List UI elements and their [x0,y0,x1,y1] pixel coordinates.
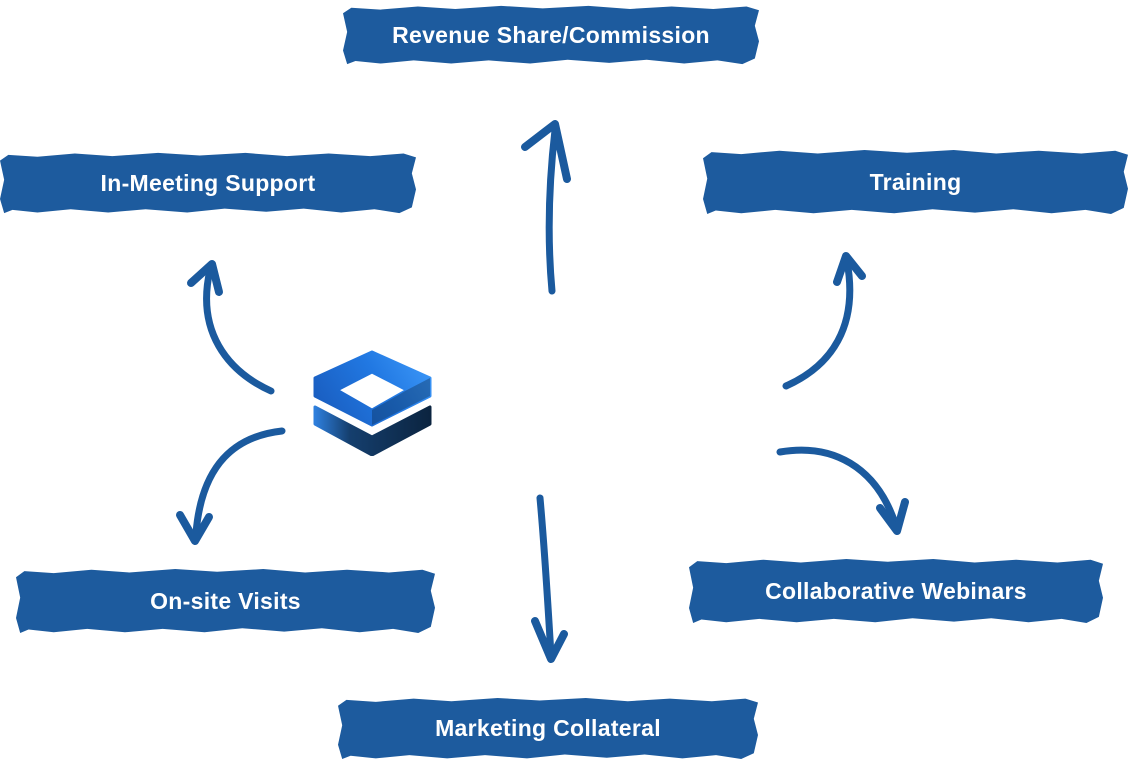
arrow-to-training [782,252,866,390]
node-revenue-share-label: Revenue Share/Commission [392,21,710,48]
node-collaborative-webinars: Collaborative Webinars [689,559,1103,623]
node-revenue-share: Revenue Share/Commission [343,5,759,65]
company-logo [312,350,432,457]
logo-ring-fold-shade [372,378,430,425]
arrow-to-collaborative-webinars [776,446,909,535]
node-marketing-collateral-label: Marketing Collateral [435,715,661,741]
node-on-site-visits: On-site Visits [16,569,435,633]
node-in-meeting-support-label: In-Meeting Support [100,169,316,196]
arrow-to-in-meeting-support [187,260,275,395]
cube-logo-graphic [313,350,432,457]
node-training-label: Training [869,168,962,195]
node-collaborative-webinars-label: Collaborative Webinars [765,577,1027,604]
node-marketing-collateral: Marketing Collateral [338,697,758,760]
node-on-site-visits-label: On-site Visits [150,587,301,614]
node-training: Training [703,150,1128,214]
logo-top-ring [313,350,432,427]
arrow-to-revenue-share [521,120,571,295]
arrow-to-marketing-collateral [531,494,568,663]
node-in-meeting-support: In-Meeting Support [0,152,416,214]
arrow-to-on-site-visits [176,427,286,545]
logo-bottom-chevron [313,405,432,457]
